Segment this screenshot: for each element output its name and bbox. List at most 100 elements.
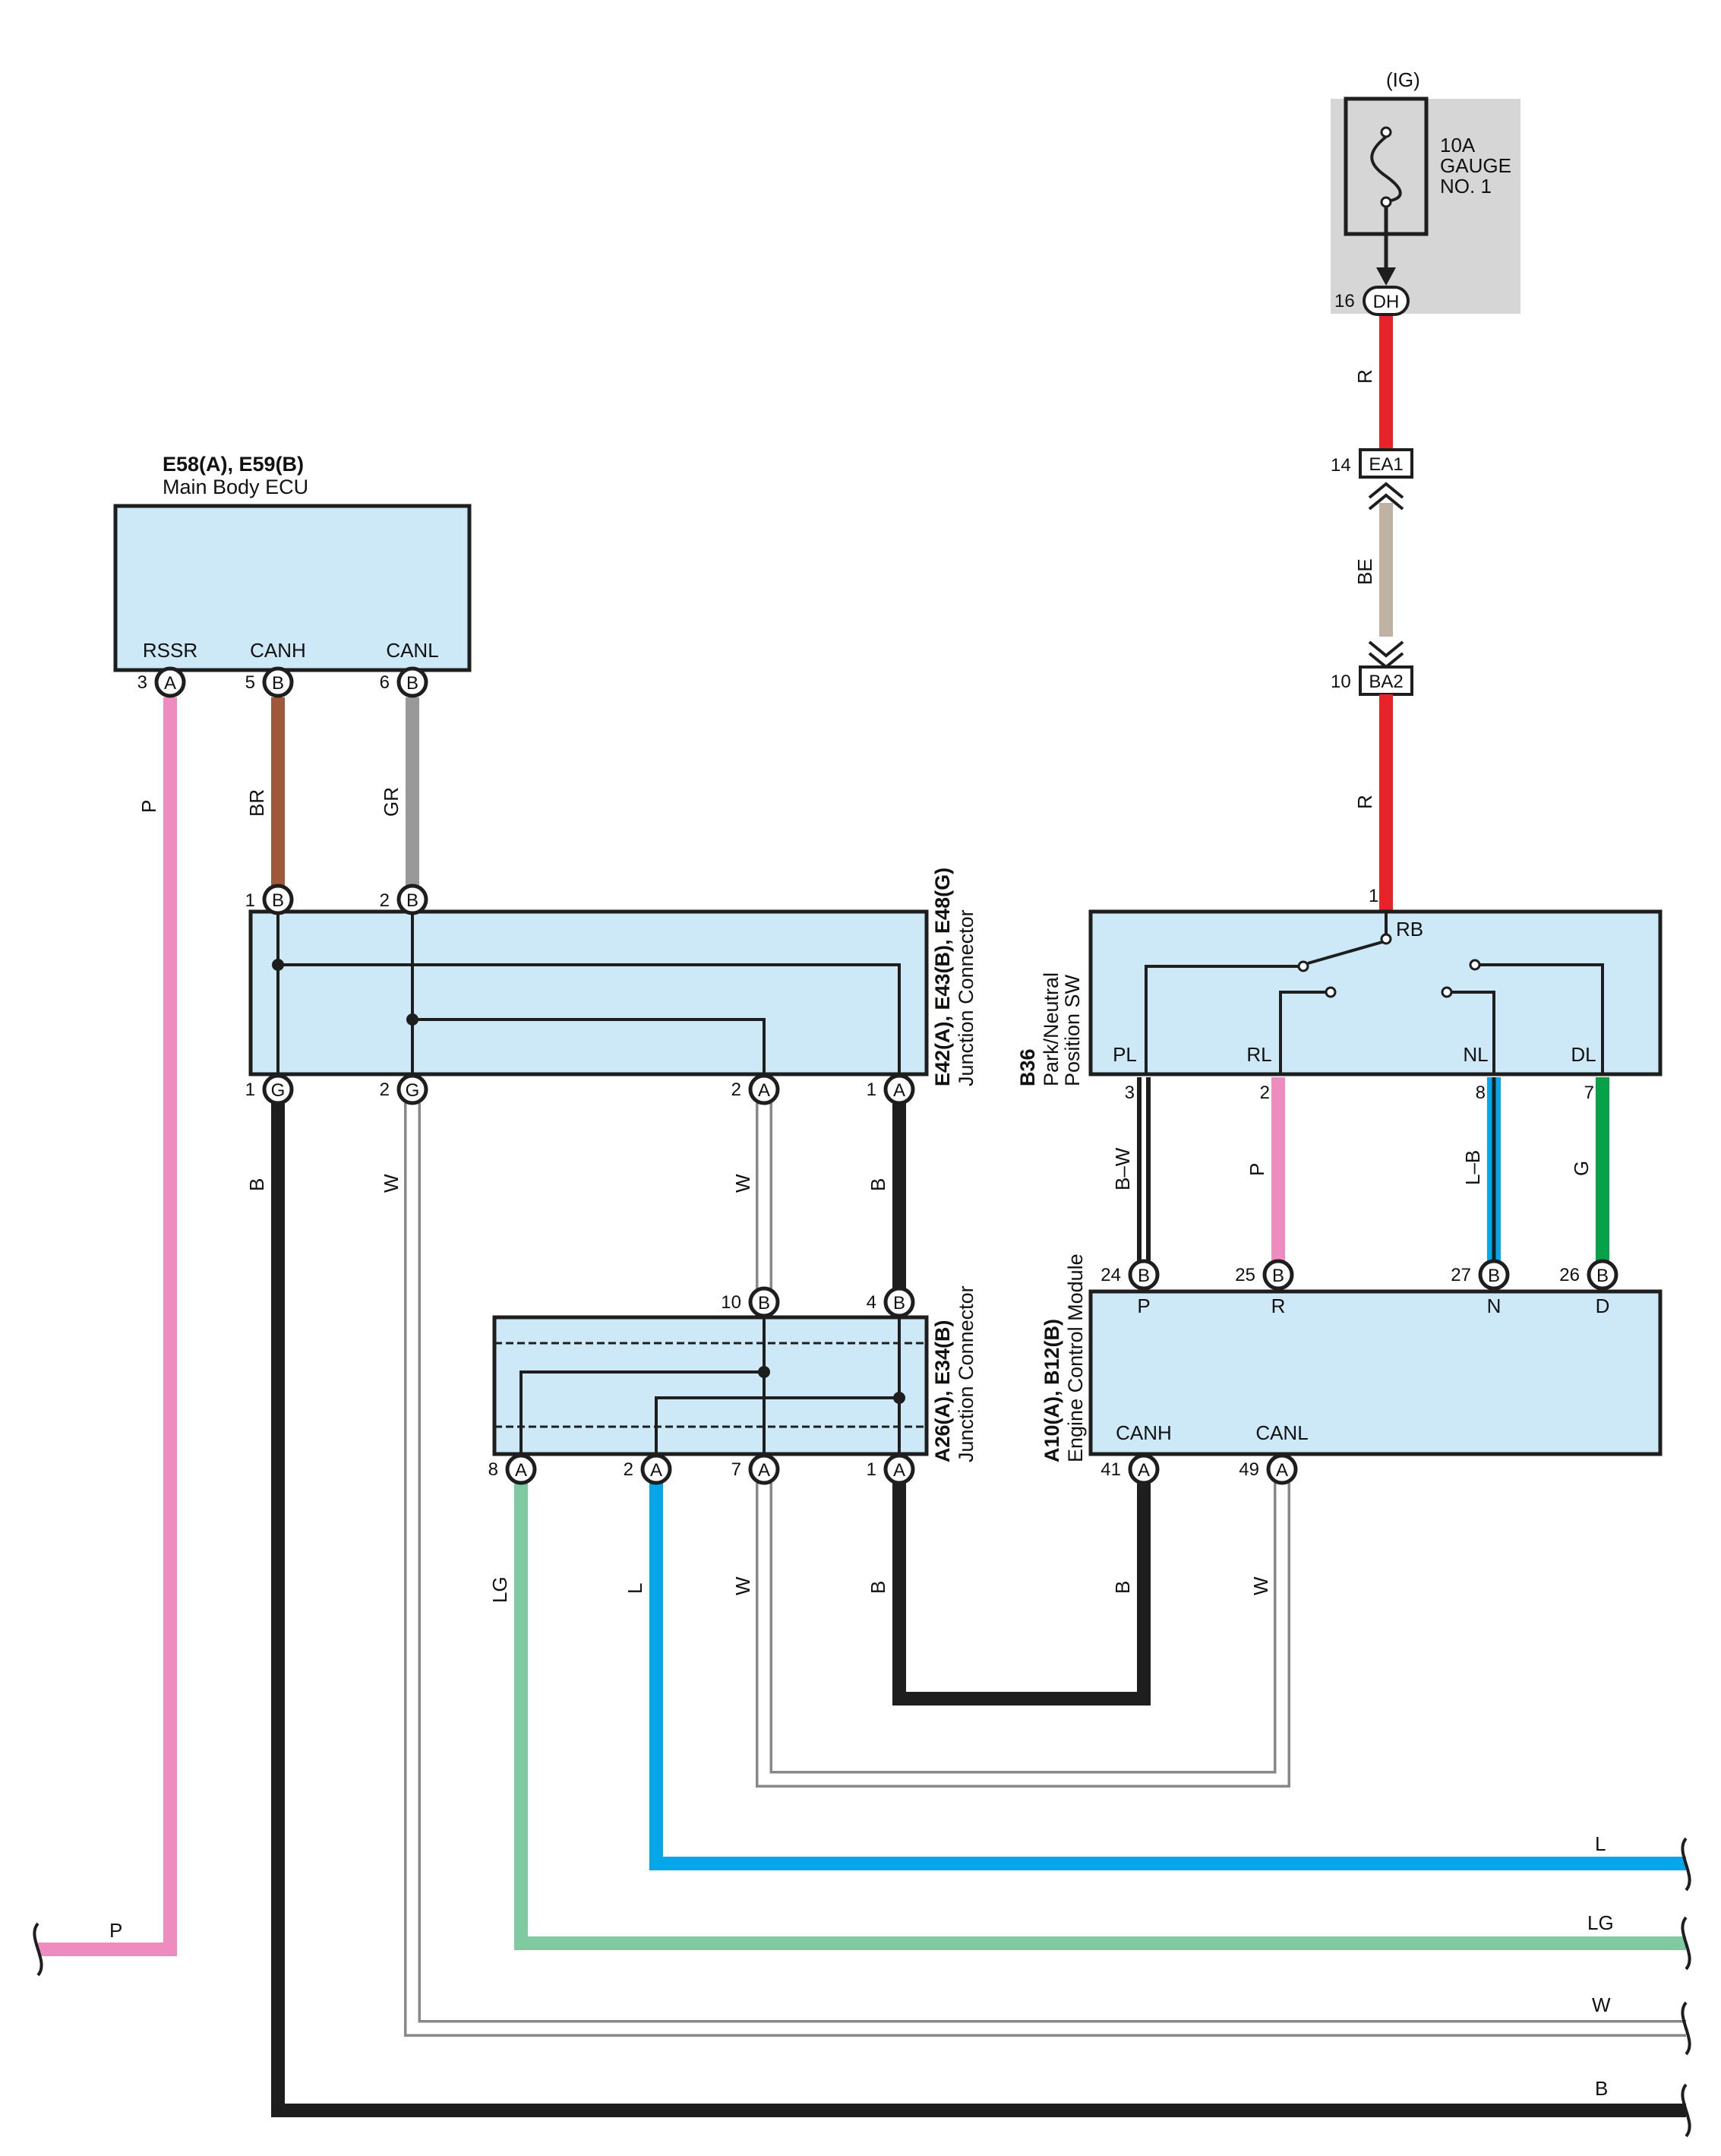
pins-main-ecu: 3 A 5 B 6 B	[137, 666, 428, 698]
fuse-section: (IG) 10A GAUGE NO. 1 16 DH	[1331, 68, 1520, 316]
ecm-terminal-canh: CANH	[1116, 1421, 1172, 1444]
pin-connector-letter: A	[1138, 1460, 1150, 1481]
pin-number: 1	[245, 1080, 255, 1100]
break-mark-icon	[33, 1922, 43, 1977]
pin-number: 41	[1100, 1459, 1121, 1480]
pin-number: 24	[1100, 1265, 1121, 1285]
jc1-id: E42(A), E43(B), E48(G)	[931, 868, 954, 1086]
wire-label-b-w: B–W	[1111, 1147, 1134, 1190]
fuse-name-line1: GAUGE	[1440, 154, 1511, 177]
fuse-connector-code: DH	[1373, 292, 1400, 312]
pin-number: 49	[1239, 1459, 1259, 1480]
fuse-rating: 10A	[1440, 134, 1476, 156]
pin-connector-letter: B	[1138, 1266, 1150, 1286]
pnp-id: B36	[1016, 1048, 1039, 1086]
fuse-source-label: (IG)	[1386, 68, 1420, 91]
fuse-pin-number: 16	[1334, 291, 1355, 311]
pnp-output-pin-3: 3	[1125, 1083, 1135, 1103]
fuse-name-line2: NO. 1	[1440, 175, 1492, 198]
pnp-output-pin-8: 8	[1476, 1083, 1486, 1103]
pin-number: 25	[1235, 1265, 1255, 1285]
ecm-terminal-d: D	[1596, 1295, 1610, 1317]
pin-number: 27	[1451, 1265, 1471, 1285]
ecm-box	[1088, 1289, 1663, 1456]
pnp-output-nl: NL	[1463, 1043, 1488, 1066]
wire-labels: P BR GR B W W B B–W P L–B G LG L W B B W	[137, 787, 1593, 1603]
pin-number: 8	[488, 1459, 498, 1480]
break-mark-icon	[1681, 2001, 1691, 2056]
fuse-arrow-icon	[1376, 267, 1396, 286]
wire-label-w-ecm: W	[1249, 1576, 1272, 1595]
pin-number: 7	[731, 1459, 741, 1480]
pin-connector-letter: B	[272, 673, 284, 694]
ea1-chevron-icon	[1368, 482, 1404, 511]
pin-connector-letter: B	[406, 890, 418, 911]
jc1-splice-1	[272, 959, 284, 971]
pin-connector-letter: B	[406, 673, 418, 694]
pin-number: 2	[624, 1459, 633, 1480]
wire-label-b-mid: B	[867, 1178, 889, 1191]
wire-label-br: BR	[245, 789, 268, 817]
pin-connector-letter: A	[650, 1460, 662, 1481]
pnp-switch-lever	[1307, 940, 1383, 965]
wire-label-b-ecm: B	[1111, 1581, 1134, 1594]
main-ecu-id: E58(A), E59(B)	[163, 453, 304, 476]
pin-connector-letter: G	[406, 1080, 420, 1101]
pnp-rb-contact	[1380, 933, 1392, 945]
ea1-pin-number: 14	[1331, 455, 1351, 476]
fuse-icon	[1370, 135, 1402, 203]
pin-number: 1	[245, 890, 255, 911]
pin-number: 1	[867, 1459, 876, 1480]
pin-connector-letter: A	[758, 1080, 770, 1101]
pin-connector-letter: B	[272, 890, 284, 911]
jc2-splice-1	[758, 1366, 770, 1378]
jc2-name: Junction Connector	[955, 1285, 977, 1462]
pin-number: 2	[731, 1080, 741, 1100]
harness-wires	[38, 697, 1686, 2117]
continuation-label-b: B	[1595, 2077, 1608, 2100]
pin-connector-letter: B	[758, 1293, 770, 1314]
wire-label-lg: LG	[488, 1576, 511, 1603]
pin-circle	[262, 884, 294, 915]
pin-number: 2	[380, 890, 390, 911]
main-ecu-box	[113, 504, 472, 672]
pin-connector-letter: G	[271, 1080, 286, 1101]
pin-number: 3	[137, 672, 147, 693]
pin-circle	[1262, 1259, 1294, 1291]
pin-circle	[396, 666, 428, 698]
pin-circle	[505, 1453, 537, 1485]
wire-label-r1: R	[1353, 369, 1376, 384]
continuations: P L LG W B	[33, 1832, 1691, 2138]
wire-label-p: P	[137, 800, 160, 813]
pin-circle	[748, 1453, 780, 1485]
ecm-terminal-p: P	[1137, 1295, 1150, 1317]
engine-control-module: P R N D CANH CANL A10(A), B12(B) Engine …	[1040, 1253, 1663, 1462]
ecm-name: Engine Control Module	[1064, 1253, 1087, 1462]
fuse-terminal-top	[1380, 126, 1392, 138]
ba2-chevron-icon	[1368, 640, 1404, 669]
pnp-switch-box	[1088, 909, 1663, 1076]
break-mark-icon	[1681, 1837, 1691, 1892]
wire-label-w-low: W	[731, 1576, 754, 1595]
ea1-connector	[1359, 448, 1413, 479]
pin-circle	[748, 1286, 780, 1318]
main-ecu-terminal-rssr: RSSR	[143, 639, 197, 662]
pin-number: 26	[1559, 1265, 1580, 1285]
break-mark-icon	[1681, 1916, 1691, 1971]
wire-label-b-left: B	[245, 1178, 268, 1191]
pin-connector-letter: A	[1276, 1460, 1288, 1481]
pin-number: 10	[721, 1292, 741, 1313]
pnp-input-label: RB	[1396, 918, 1423, 940]
ecm-terminal-n: N	[1487, 1295, 1502, 1317]
wire-label-l-b: L–B	[1461, 1150, 1484, 1185]
ba2-pin-number: 10	[1331, 672, 1351, 692]
supply-wires: R 14 EA1 BE 10 BA2 R	[1331, 316, 1413, 913]
pin-connector-letter: A	[164, 673, 176, 694]
pnp-input-pin: 1	[1369, 886, 1378, 906]
pin-connector-letter: B	[1272, 1266, 1284, 1286]
continuation-label-p: P	[109, 1919, 122, 1942]
pin-number: 2	[380, 1080, 390, 1100]
pin-connector-letter: B	[893, 1293, 905, 1314]
pin-number: 1	[867, 1080, 876, 1100]
continuation-label-lg: LG	[1587, 1911, 1614, 1934]
